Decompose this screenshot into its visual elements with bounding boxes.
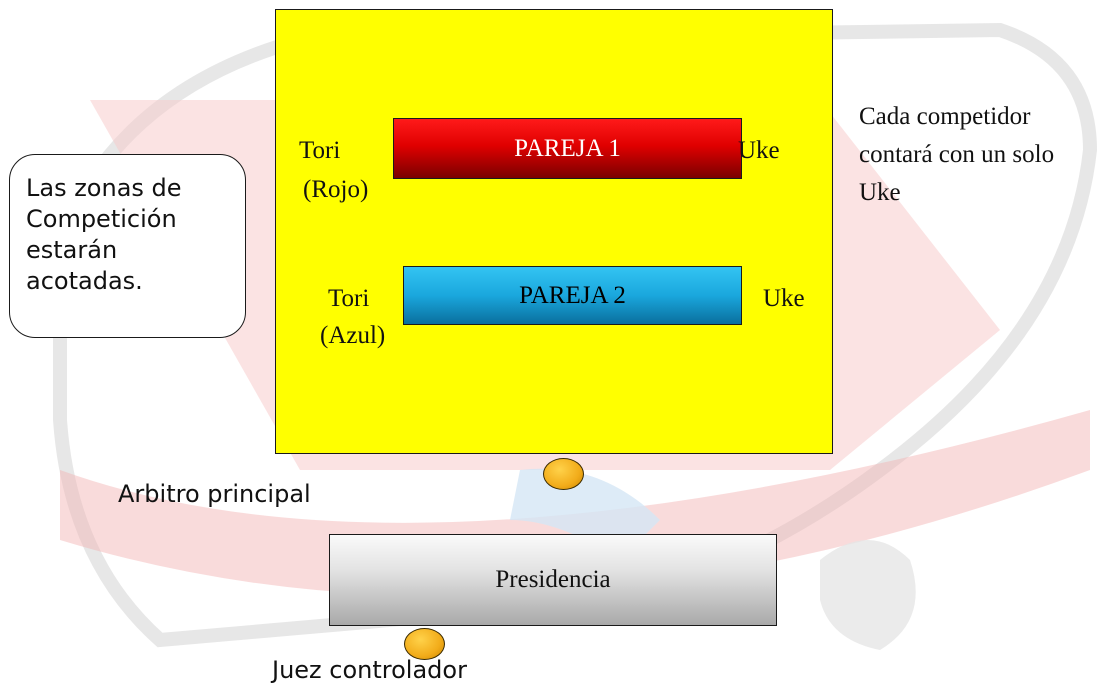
- watermark-swoosh: [60, 410, 1090, 596]
- pair-2-bar: PAREJA 2: [403, 266, 742, 325]
- pair-2-tori-label: Tori: [328, 285, 370, 312]
- note-line-2: contará con un solo: [859, 141, 1055, 168]
- pair-1-tori-label: Tori: [299, 137, 341, 164]
- callout-line-2: Competición: [26, 205, 177, 233]
- pair-2-tori-color: (Azul): [320, 322, 386, 349]
- controller-judge-marker: [404, 628, 445, 660]
- watermark-grey-shape: [820, 540, 916, 650]
- competition-zone: [275, 9, 833, 454]
- pair-1-label: PAREJA 1: [514, 134, 621, 162]
- watermark-outer-arc: [53, 22, 1098, 648]
- main-referee-marker: [543, 458, 584, 490]
- zones-callout: Las zonas de Competición estarán acotada…: [9, 154, 246, 338]
- presidency-label: Presidencia: [495, 566, 611, 593]
- callout-line-1: Las zonas de: [26, 174, 182, 202]
- main-referee-label: Arbitro principal: [118, 480, 311, 508]
- callout-line-4: acotadas.: [26, 267, 143, 295]
- pair-1-uke-label: Uke: [738, 137, 780, 164]
- pair-2-uke-label: Uke: [763, 285, 805, 312]
- note-line-1: Cada competidor: [859, 103, 1031, 130]
- controller-judge-label: Juez controlador: [272, 656, 467, 684]
- pair-2-label: PAREJA 2: [519, 281, 626, 309]
- note-line-3: Uke: [859, 179, 901, 206]
- presidency-table: Presidencia: [329, 534, 777, 626]
- callout-line-3: estarán: [26, 236, 118, 264]
- pair-1-tori-color: (Rojo): [303, 176, 369, 203]
- pair-1-bar: PAREJA 1: [393, 118, 742, 179]
